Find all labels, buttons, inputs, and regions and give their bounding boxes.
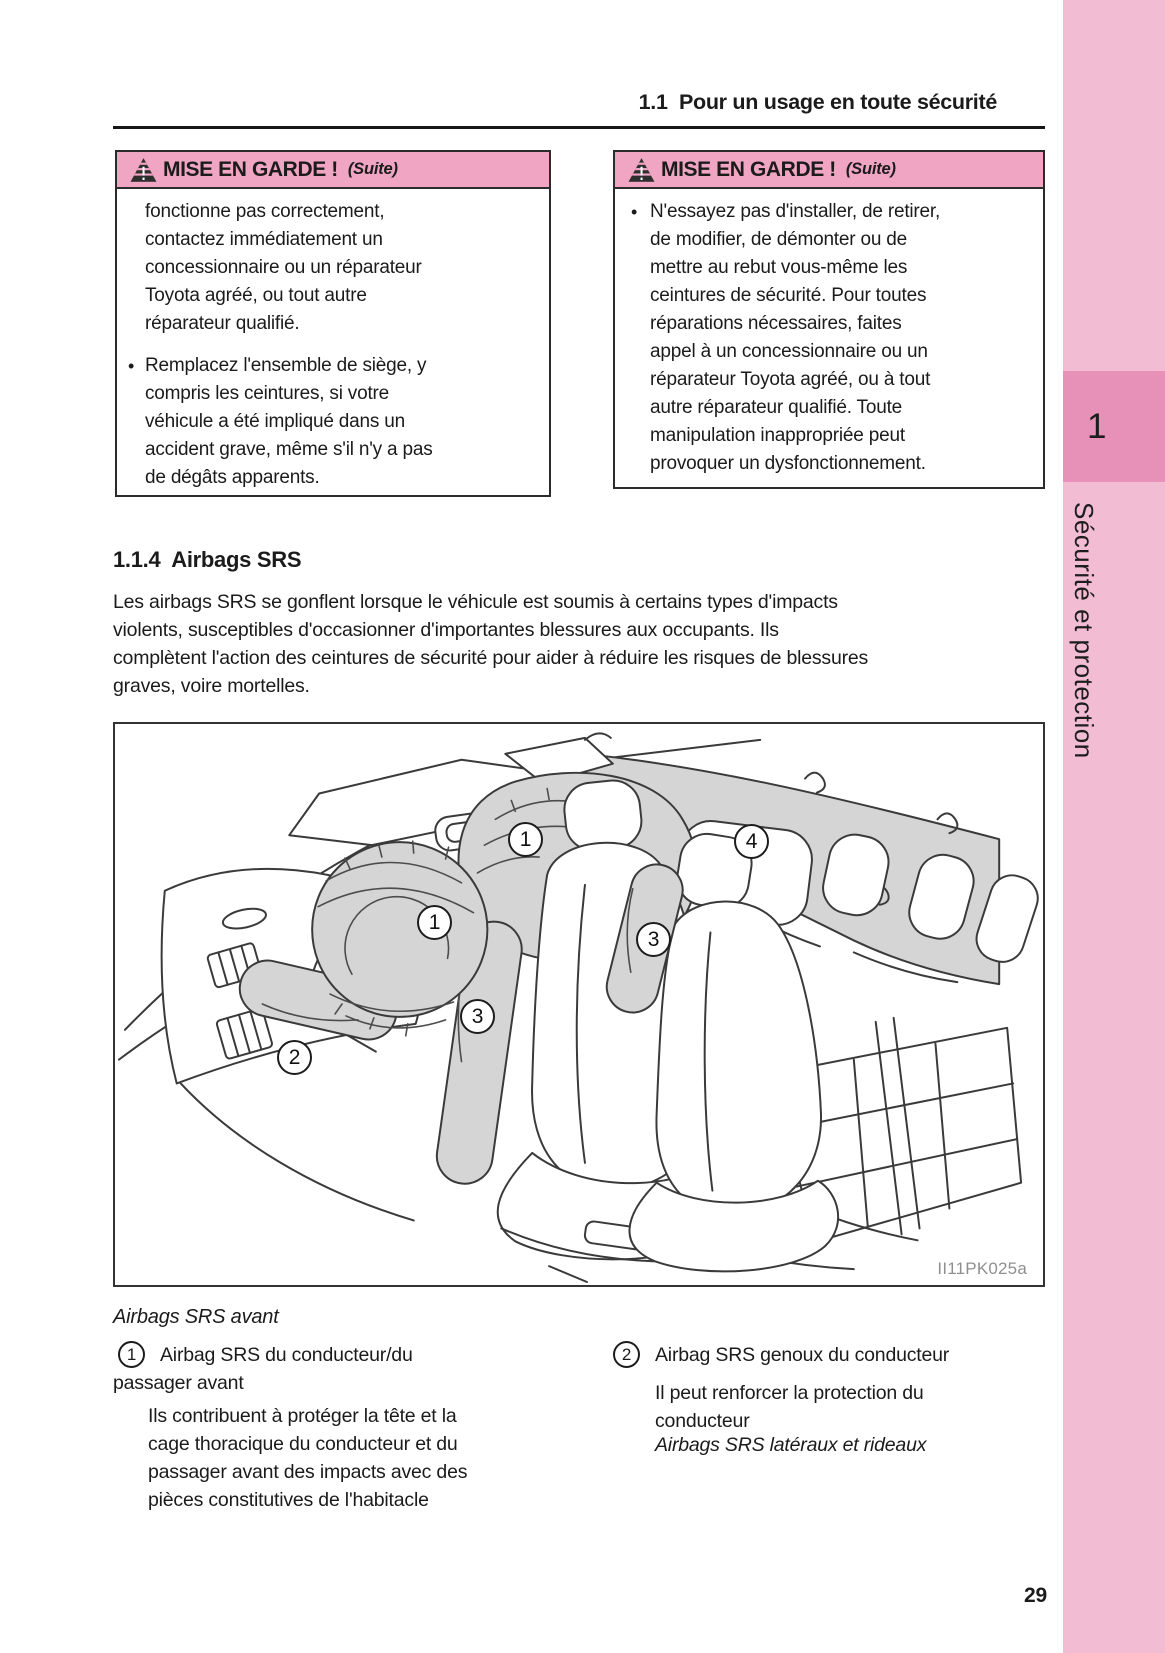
warning-suite-label: (Suite) [845,160,896,178]
callout-1-passenger: 1 [508,822,543,857]
legend-detail-2: Il peut renforcer la protection du condu… [655,1382,924,1432]
legend-label-1-continued: passager avant [113,1372,244,1394]
warning-paragraph: N'essayez pas d'installer, de retirer, d… [650,201,941,474]
figure-code: II11PK025a [937,1259,1027,1278]
legend-number-1: 1 [118,1341,145,1368]
callout-2-knee: 2 [277,1040,312,1075]
warning-box-left: MISE EN GARDE ! (Suite) fonctionne pas c… [115,150,551,497]
header-rule [113,126,1045,129]
warning-paragraph: fonctionne pas correctement, contactez i… [145,201,422,334]
section-intro: Les airbags SRS se gonflent lorsque le v… [113,591,869,697]
driver-airbag-shape [311,840,489,1037]
passenger-seat-shape [628,832,840,1273]
airbag-figure: 1 1 2 3 3 4 II11PK025a [113,722,1045,1287]
callout-3-side-right: 3 [636,922,671,957]
legend-item-2: 2 Airbag SRS genoux du conducteur [613,1341,1053,1369]
rear-bench-shape [773,1016,1023,1244]
legend-label-2: Airbag SRS genoux du conducteur [655,1344,950,1366]
warning-triangle-icon [628,157,655,182]
legend-label-1: Airbag SRS du conducteur/du [160,1344,413,1366]
warning-triangle-icon [130,157,157,182]
warning-header: MISE EN GARDE ! (Suite) [615,152,1043,189]
warning-title: MISE EN GARDE ! [661,157,836,181]
bullet-dot: • [128,356,135,376]
page-number: 29 [1024,1584,1047,1607]
figure-caption: Airbags SRS avant [113,1306,279,1328]
page-header-title: 1.1 Pour un usage en toute sécurité [638,90,998,114]
callout-1-driver: 1 [417,905,452,940]
chapter-number: 1 [1087,407,1107,446]
warning-box-right: MISE EN GARDE ! (Suite) • N'essayez pas … [613,150,1045,489]
chapter-tab: 1 [1063,371,1165,482]
callout-4-curtain: 4 [734,824,769,859]
callout-3-side-left: 3 [460,999,495,1034]
warning-suite-label: (Suite) [347,160,398,178]
warning-paragraph: Remplacez l'ensemble de siège, y compris… [145,355,433,488]
warning-header: MISE EN GARDE ! (Suite) [117,152,549,189]
warning-body: fonctionne pas correctement, contactez i… [117,189,549,492]
warning-body: • N'essayez pas d'installer, de retirer,… [615,189,1043,478]
sun-visor-small-shape [504,736,614,785]
legend-number-2: 2 [613,1341,640,1368]
bullet-dot: • [631,202,638,222]
legend-item-1: 1 Airbag SRS du conducteur/du [118,1341,558,1369]
section-title: 1.1.4 Airbags SRS [113,547,302,572]
warning-title: MISE EN GARDE ! [163,157,338,181]
legend-detail-1: Ils contribuent à protéger la tête et la… [148,1405,468,1511]
chapter-label-vertical: Sécurité et protection [1069,502,1099,759]
airbag-diagram-svg [117,732,1039,1284]
legend-note-italic: Airbags SRS latéraux et rideaux [655,1434,927,1456]
chapter-sidebar-band [1063,0,1165,1653]
